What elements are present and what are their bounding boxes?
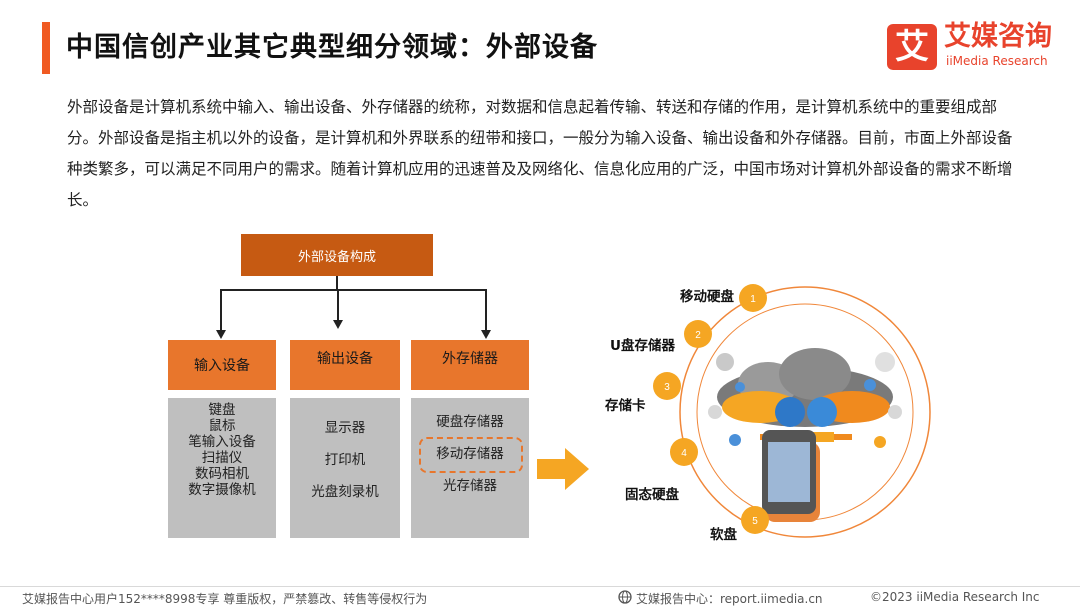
brand-logo-mark: 艾 <box>887 24 937 70</box>
marker-num: 3 <box>664 382 670 393</box>
arrow-right-icon <box>537 448 589 490</box>
footer-copyright: ©2023 iiMedia Research Inc <box>870 590 1039 604</box>
list-item: 笔输入设备 <box>188 434 256 450</box>
marker-num: 5 <box>752 516 758 527</box>
footer-copyright-notice: 艾媒报告中心用户152****8998专享 尊重版权，严禁篡改、转售等侵权行为 <box>22 590 427 607</box>
category-header-storage: 外存储器 <box>411 340 529 390</box>
list-item: 光存储器 <box>443 470 497 502</box>
marker-num: 2 <box>695 330 701 341</box>
connector-line <box>336 276 338 289</box>
brand-name-en: iiMedia Research <box>946 54 1048 68</box>
arrow-down-icon <box>333 320 343 329</box>
title-accent-bar <box>42 22 50 74</box>
brand-name-cn: 艾媒咨询 <box>944 20 1052 54</box>
globe-icon <box>618 590 632 604</box>
storage-label-floppy: 软盘 <box>710 523 737 543</box>
footer-report-link[interactable]: 艾媒报告中心：report.iimedia.cn <box>636 590 823 607</box>
connector-line <box>220 289 486 291</box>
page-title: 中国信创产业其它典型细分领域：外部设备 <box>66 24 598 72</box>
arrow-down-icon <box>481 330 491 339</box>
diagram-root-box: 外部设备构成 <box>241 234 433 276</box>
connector-line <box>337 289 339 321</box>
category-label: 外存储器 <box>442 348 498 368</box>
category-items-output: 显示器 打印机 光盘刻录机 <box>290 398 400 538</box>
marker-num: 1 <box>750 294 756 305</box>
ring-markers: 1 2 3 4 5 <box>640 282 970 544</box>
intro-paragraph: 外部设备是计算机系统中输入、输出设备、外存储器的统称，对数据和信息起着传输、转送… <box>67 92 1017 216</box>
connector-line <box>485 289 487 331</box>
diagram-root-label: 外部设备构成 <box>298 246 376 265</box>
list-item: 硬盘存储器 <box>436 406 504 438</box>
storage-label-usb: U盘存储器 <box>610 334 675 354</box>
category-header-output: 输出设备 <box>290 340 400 390</box>
list-item: 显示器 <box>325 412 366 444</box>
connector-line <box>220 289 222 331</box>
category-items-input: 键盘 鼠标 笔输入设备 扫描仪 数码相机 数字摄像机 <box>168 398 276 538</box>
list-item: 键盘 <box>209 402 236 418</box>
category-label: 输出设备 <box>317 348 373 368</box>
marker-num: 4 <box>681 448 687 459</box>
category-label: 输入设备 <box>194 355 250 375</box>
highlight-dashed-box <box>419 437 523 473</box>
list-item: 打印机 <box>325 444 366 476</box>
list-item: 鼠标 <box>209 418 236 434</box>
list-item: 数码相机 <box>195 466 249 482</box>
storage-label-memory-card: 存储卡 <box>605 394 646 414</box>
storage-label-ssd: 固态硬盘 <box>625 483 679 503</box>
list-item: 光盘刻录机 <box>311 476 379 508</box>
storage-label-mobile-hdd: 移动硬盘 <box>680 285 734 305</box>
footer-divider <box>0 586 1080 587</box>
list-item: 扫描仪 <box>202 450 243 466</box>
arrow-down-icon <box>216 330 226 339</box>
list-item: 数字摄像机 <box>188 482 256 498</box>
category-header-input: 输入设备 <box>168 340 276 390</box>
